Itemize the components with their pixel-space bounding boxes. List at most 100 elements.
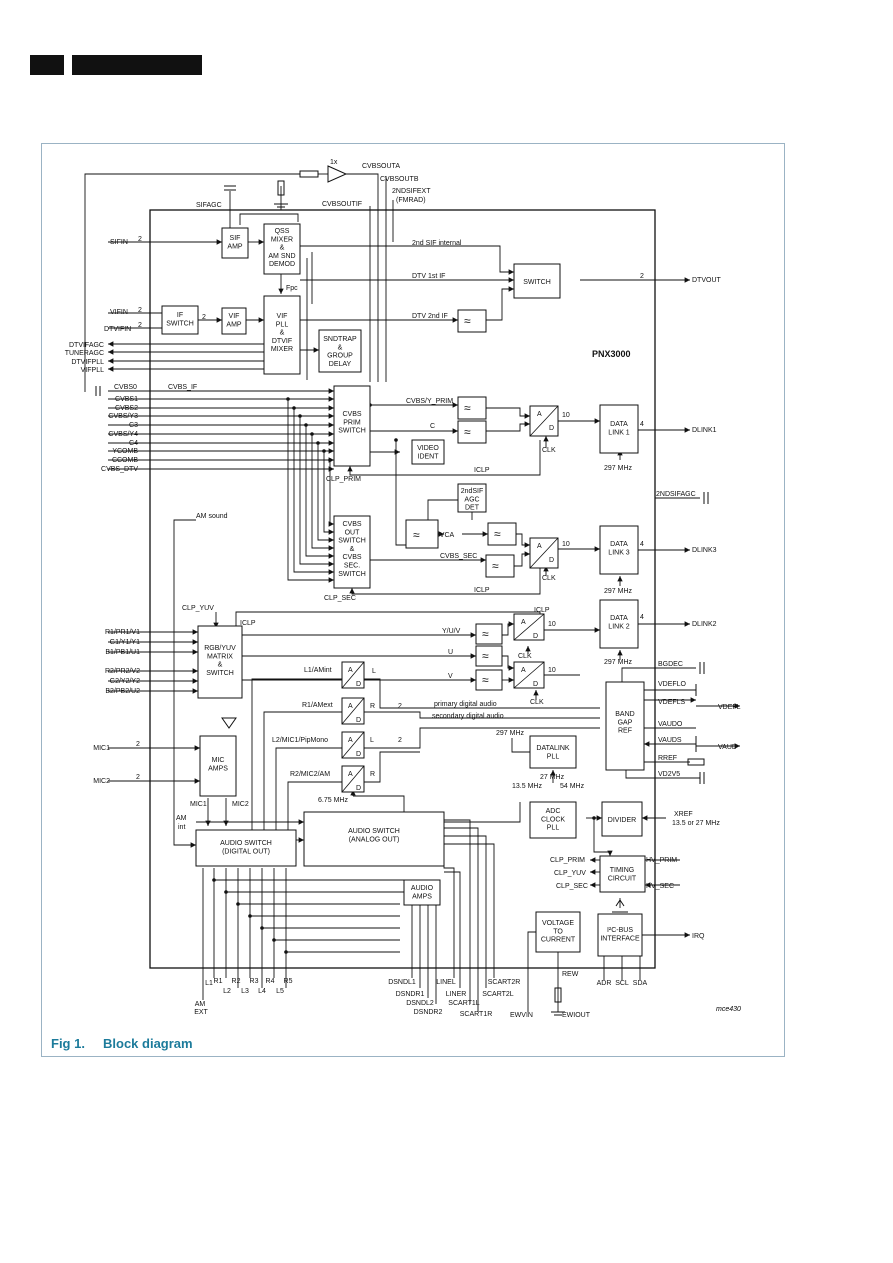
signal-label-l: L — [370, 737, 374, 744]
signal-label-dlink2: DLINK2 — [692, 621, 717, 628]
signal-label-vdeflo: VDEFLO — [658, 681, 687, 688]
agc-det-block — [457, 483, 487, 513]
svg-text:≈: ≈ — [413, 528, 420, 542]
block-label-cvbs-out: & — [350, 546, 355, 553]
block-label-datalink-pll: PLL — [547, 753, 560, 760]
block-label-cvbs-prim: SWITCH — [338, 428, 366, 435]
block-label-vif-amp: VIF — [229, 313, 240, 320]
signal-label-clk: CLK — [530, 699, 544, 706]
signal-label-cvbs-if: CVBS_IF — [168, 384, 197, 391]
signal-label-r: R — [370, 771, 375, 778]
signal-label-pda: primary digital audio — [434, 701, 497, 708]
adc-a-label: A — [348, 771, 353, 778]
signal-label-l1: L1 — [205, 980, 213, 987]
signal-label-dsndr2: DSNDR2 — [414, 1009, 443, 1016]
signal-label-dsndl1: DSNDL1 — [388, 979, 416, 986]
adc-d-label: D — [549, 557, 554, 564]
vif-pll-block — [263, 295, 301, 375]
cvbs-prim-block — [333, 385, 371, 467]
filter-glyphs: ≈≈≈ ≈≈≈ ≈≈≈ — [413, 314, 501, 687]
sec-filter-1 — [487, 522, 517, 546]
signal-label-am: AM — [176, 815, 187, 822]
voltage-current-block — [535, 911, 581, 953]
signal-label-n4: 4 — [640, 541, 644, 548]
yuv-filter-1 — [475, 623, 503, 645]
block-label-cvbs-out: SEC. — [344, 563, 360, 570]
signal-label-u: U — [448, 649, 453, 656]
signal-label-r1b: R1 — [214, 978, 223, 985]
chip-name: PNX3000 — [592, 349, 631, 359]
signal-label-iclp: ICLP — [474, 587, 490, 594]
block-label-qss: MIXER — [271, 236, 293, 243]
adc-d-label: D — [533, 681, 538, 688]
signal-label-buf: 1x — [330, 159, 338, 166]
block-label-sif-amp: SIF — [230, 235, 241, 242]
block-label-timing: TIMING — [610, 867, 635, 874]
adc-a-label: A — [348, 737, 353, 744]
block-label-sndtrap: GROUP — [327, 353, 353, 360]
signal-label-vdefls: VDEFLS — [658, 699, 686, 706]
signal-label-vaud: VAUD — [718, 744, 737, 751]
svg-text:≈: ≈ — [464, 401, 471, 415]
block-label-cvbs-out: CVBS — [342, 521, 361, 528]
signal-label-n10: 10 — [548, 667, 556, 674]
block-label-data-link2: DATA — [610, 615, 628, 622]
signal-label-r1am: R1/AMext — [302, 702, 333, 709]
sif-amp-block — [221, 227, 249, 259]
signal-label-nd2sif-int: 2nd SIF internal — [412, 240, 462, 247]
block-label-vif-pll: VIF — [277, 313, 288, 320]
data-link3-block — [599, 525, 639, 575]
figure-frame — [41, 143, 785, 1057]
block-label-cvbs-out: SWITCH — [338, 538, 366, 545]
figure-ref: mce430 — [716, 1006, 741, 1013]
block-label-mic-amps: AMPS — [208, 765, 228, 772]
signal-label-linel: LINEL — [436, 979, 456, 986]
mic-amps-block — [199, 735, 237, 797]
signal-label-r: R — [370, 703, 375, 710]
signal-label-mhz297: 297 MHz — [604, 659, 633, 666]
prim-filter-1 — [457, 396, 487, 420]
signal-label-fmrad: (FMRAD) — [396, 197, 426, 204]
signal-label-clp-prim: CLP_PRIM — [326, 476, 361, 483]
signal-label-mic1: MIC1 — [190, 801, 207, 808]
block-label-voltage-current: VOLTAGE — [542, 920, 574, 927]
signal-label-bgdec: BGDEC — [658, 661, 683, 668]
signal-label-clp-yuv: CLP_YUV — [182, 605, 214, 612]
block-label-sndtrap: SNDTRAP — [323, 336, 357, 343]
block-label-qss: AM SND — [268, 253, 295, 260]
signal-label-ccomb: CCOMB — [112, 457, 138, 464]
signal-label-clp-prim: CLP_PRIM — [550, 857, 585, 864]
signal-label-iclp: ICLP — [240, 620, 256, 627]
signal-label-r2b: R2 — [232, 978, 241, 985]
signal-label-l1am: L1/AMint — [304, 667, 332, 674]
signal-label-c4: C4 — [129, 440, 138, 447]
block-label-sndtrap: & — [338, 344, 343, 351]
data-link2-block — [599, 599, 639, 649]
block-label-band-gap: REF — [618, 728, 632, 735]
signal-label-clk: CLK — [518, 653, 532, 660]
signal-label-dtvifagc: DTVIFAGC — [69, 342, 104, 349]
signal-label-cvbsouta: CVBSOUTA — [362, 163, 400, 170]
block-label-cvbs-prim: CVBS — [342, 411, 361, 418]
block-label-agc-det: DET — [465, 505, 480, 512]
signal-label-cvbs2: CVBS2 — [115, 405, 138, 412]
block-label-audio-sw-ana: (ANALOG OUT) — [349, 836, 400, 843]
block-label-cvbs-out: SWITCH — [338, 571, 366, 578]
adc-a-label: A — [537, 543, 542, 550]
signal-label-ewiout: EWIOUT — [562, 1012, 591, 1019]
svg-text:≈: ≈ — [464, 425, 471, 439]
header-bar-left — [30, 55, 64, 75]
switch-block — [513, 263, 561, 299]
signal-label-fpc: Fpc — [286, 285, 298, 292]
i2c-block — [597, 913, 643, 957]
signal-label-l2mic: L2/MIC1/PipMono — [272, 737, 328, 744]
signal-label-nd2sifext: 2NDSIFEXT — [392, 188, 431, 195]
block-label-audio-sw-dig: (DIGITAL OUT) — [222, 848, 270, 855]
block-label-agc-det: AGC — [464, 496, 479, 503]
signal-label-r2: R2/PR2/V2 — [105, 668, 140, 675]
signal-label-b1: B1/PB1/U1 — [105, 649, 140, 656]
signal-label-mic1: MIC1 — [93, 745, 110, 752]
signal-label-sda-audio: secondary digital audio — [432, 713, 504, 720]
signal-label-liner: LINER — [446, 991, 467, 998]
block-label-if-switch: SWITCH — [166, 320, 194, 327]
